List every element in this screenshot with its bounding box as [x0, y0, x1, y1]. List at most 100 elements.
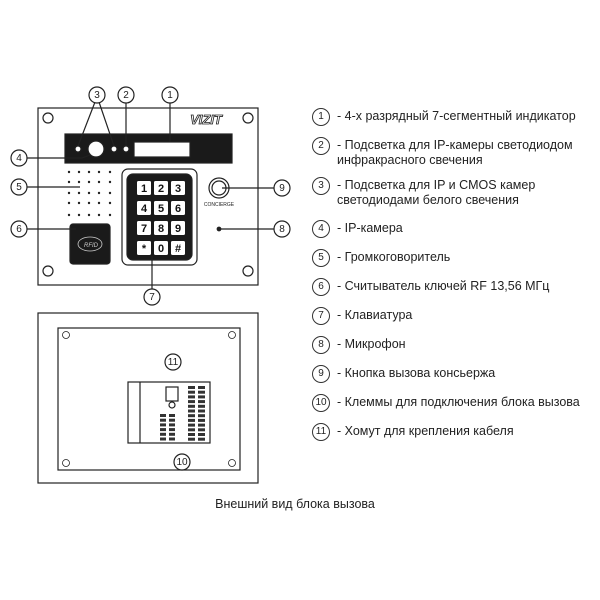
legend-item: 3 - Подсветка для IP и CMOS камер светоди… [312, 177, 592, 208]
key-2 [154, 181, 168, 195]
legend-number: 11 [312, 423, 330, 441]
callout-4 [10, 149, 28, 167]
terminal [160, 414, 166, 417]
terminal [188, 418, 195, 422]
legend-number: 3 [312, 177, 330, 195]
callout-number: 7 [149, 292, 155, 303]
key-label: 3 [175, 183, 181, 195]
key-8 [154, 221, 168, 235]
terminal [169, 428, 175, 432]
caption: Внешний вид блока вызова [215, 497, 375, 511]
legend-text: - Подсветка для IP и CMOS камер светодио… [337, 178, 536, 207]
callout-number: 11 [168, 357, 179, 368]
terminal [160, 432, 166, 436]
callout-number: 1 [167, 90, 173, 101]
legend-number: 8 [312, 336, 330, 354]
terminal [198, 428, 205, 432]
callout-number: 4 [16, 153, 22, 164]
callout-number: 9 [279, 183, 285, 194]
speaker-hole [97, 213, 101, 217]
legend-text: - Подсветка для IP-камеры светодиодом ин… [337, 138, 573, 167]
terminal [188, 433, 195, 436]
key-label: 8 [158, 223, 164, 235]
key-7 [137, 221, 151, 235]
legend-item: 10- Клеммы для подключения блока вызова [312, 394, 592, 412]
key-label: 7 [141, 223, 147, 235]
legend-text: - Клавиатура [337, 308, 413, 322]
key-* [137, 241, 151, 255]
speaker-hole [97, 170, 101, 174]
ip-camera [87, 140, 105, 158]
legend-text: - Считыватель ключей RF 13,56 МГц [337, 279, 550, 293]
microphone [216, 226, 222, 232]
speaker-hole [77, 213, 81, 217]
key-# [171, 241, 185, 255]
callout-7 [143, 288, 161, 306]
legend-item: 7 - Клавиатура [312, 307, 592, 325]
key-3 [171, 181, 185, 195]
speaker-hole [87, 213, 91, 217]
terminal [188, 437, 195, 441]
terminal [188, 390, 195, 394]
speaker-hole [67, 213, 71, 217]
terminal [169, 414, 175, 417]
terminal [188, 414, 195, 418]
speaker-hole [87, 170, 91, 174]
speaker-hole [108, 201, 112, 205]
callout-3 [88, 86, 106, 104]
legend-item: 2- Подсветка для IP-камеры светодиодом и… [312, 137, 592, 168]
terminal [198, 437, 205, 441]
callout-5 [10, 178, 28, 196]
legend-number: 5 [312, 249, 330, 267]
callout-11 [164, 353, 182, 371]
speaker-hole [87, 180, 91, 184]
legend-item: 5- Громкоговоритель [312, 249, 592, 267]
callout-number: 8 [279, 224, 285, 235]
terminal [160, 428, 166, 432]
speaker-hole [67, 191, 71, 195]
legend-number: 9 [312, 365, 330, 383]
speaker-hole [67, 180, 71, 184]
legend-number: 6 [312, 278, 330, 296]
legend-text: - Клеммы для подключения блока вызова [337, 395, 580, 409]
terminal [198, 390, 205, 394]
key-9 [171, 221, 185, 235]
legend-item: 9- Кнопка вызова консьержа [312, 365, 592, 383]
speaker-hole [67, 170, 71, 174]
speaker-hole [77, 201, 81, 205]
terminal [188, 404, 195, 408]
rfid-reader [69, 223, 111, 265]
key-label: 2 [158, 183, 164, 195]
key-5 [154, 201, 168, 215]
callout-10 [173, 453, 191, 471]
speaker-grille [67, 170, 112, 217]
callout-number: 2 [123, 90, 129, 101]
speaker-hole [97, 201, 101, 205]
key-label: 9 [175, 223, 181, 235]
terminal [198, 386, 205, 389]
terminal [188, 395, 195, 399]
callout-number: 10 [176, 457, 188, 468]
callout-8 [273, 220, 291, 238]
terminal [198, 395, 205, 399]
terminal [188, 423, 195, 427]
key-1 [137, 181, 151, 195]
terminal [198, 400, 205, 404]
terminal [169, 423, 175, 427]
legend-item: 11 - Хомут для крепления кабеля [312, 423, 592, 441]
legend-text: - Хомут для крепления кабеля [337, 424, 514, 438]
terminal [198, 409, 205, 413]
speaker-hole [87, 201, 91, 205]
rear-panel [37, 312, 259, 484]
key-label: 1 [141, 183, 147, 195]
speaker-hole [108, 180, 112, 184]
terminal [188, 428, 195, 432]
speaker-hole [97, 180, 101, 184]
legend-number: 7 [312, 307, 330, 325]
callout-number: 3 [94, 90, 100, 101]
terminal [188, 386, 195, 389]
speaker-hole [97, 191, 101, 195]
terminal [160, 437, 166, 441]
